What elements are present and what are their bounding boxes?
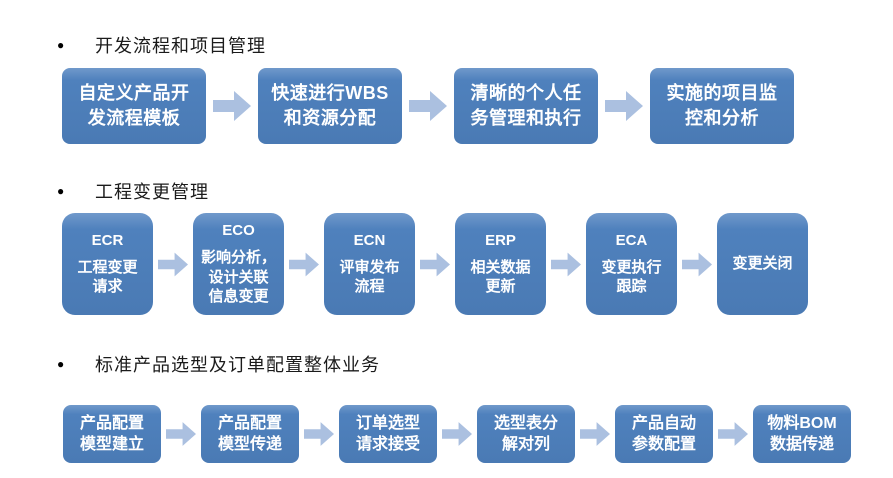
section-change-mgmt: ● 工程变更管理 ECR 工程变更 请求 ECO 影响分析， 设计关联 信息变更… [0,178,893,315]
flow-step-label: 影响分析， 设计关联 信息变更 [200,248,276,306]
arrow-right-icon [713,421,753,447]
arrow-right-icon [437,421,477,447]
section-heading-row: ● 标准产品选型及订单配置整体业务 [0,351,893,377]
arrow-right-icon [161,421,201,447]
flow-step-box: ECO 影响分析， 设计关联 信息变更 [193,213,284,315]
flow-step-code: ECN [353,231,386,249]
flow-step-box: ERP 相关数据 更新 [455,213,546,315]
flow-step-box: ECR 工程变更 请求 [62,213,153,315]
arrow-right-icon [402,91,454,121]
arrow-right-icon [284,252,324,277]
flow-step-box: ECA 变更执行 跟踪 [586,213,677,315]
flow-row: 自定义产品开 发流程模板 快速进行WBS 和资源分配 清晰的个人任 务管理和执行… [62,68,893,144]
flow-step-label: 自定义产品开 发流程模板 [78,83,190,128]
flow-step-label: 相关数据 更新 [470,258,531,296]
bullet-icon: ● [57,357,65,371]
section-heading-row: ● 工程变更管理 [0,178,893,204]
flow-step-label: 实施的项目监 控和分析 [666,83,778,128]
arrow-right-icon [546,252,586,277]
flow-step-box: 变更关闭 [717,213,808,315]
flow-step-label: 清晰的个人任 务管理和执行 [470,83,582,128]
section-heading: 开发流程和项目管理 [95,36,266,56]
flow-step-label: 订单选型 请求接受 [355,414,420,453]
flow-step-label: 选型表分 解对列 [493,414,558,453]
bullet-icon: ● [57,184,65,198]
arrow-right-icon [153,252,193,277]
bullet-icon: ● [57,38,65,52]
flow-step-label: 工程变更 请求 [77,258,138,296]
flow-step-label: 产品自动 参数配置 [631,414,696,453]
flow-step-label: 产品配置 模型建立 [79,414,144,453]
flow-step-box: 清晰的个人任 务管理和执行 [454,68,598,144]
flow-step-label: 物料BOM 数据传递 [767,414,837,453]
flow-step-box: 实施的项目监 控和分析 [650,68,794,144]
flow-step-code: ERP [485,231,516,249]
flow-step-label: 评审发布 流程 [339,258,400,296]
section-product-config: ● 标准产品选型及订单配置整体业务 产品配置 模型建立 产品配置 模型传递 订单… [0,351,893,463]
flow-step-code: ECR [91,231,124,249]
arrow-right-icon [677,252,717,277]
flow-step-box: 产品配置 模型传递 [201,405,299,463]
flow-step-label: 产品配置 模型传递 [217,414,282,453]
flow-step-box: 选型表分 解对列 [477,405,575,463]
section-heading: 工程变更管理 [95,182,209,202]
flow-step-box: 自定义产品开 发流程模板 [62,68,206,144]
flow-step-label: 快速进行WBS 和资源分配 [271,83,389,128]
arrow-right-icon [575,421,615,447]
flow-step-box: ECN 评审发布 流程 [324,213,415,315]
flow-step-code: ECO [222,221,255,239]
flow-step-box: 物料BOM 数据传递 [753,405,851,463]
section-heading-row: ● 开发流程和项目管理 [0,32,893,58]
flow-step-box: 订单选型 请求接受 [339,405,437,463]
flow-row: ECR 工程变更 请求 ECO 影响分析， 设计关联 信息变更 ECN 评审发布… [62,213,893,315]
flow-row: 产品配置 模型建立 产品配置 模型传递 订单选型 请求接受 选型表分 解对列 [63,405,893,463]
section-heading: 标准产品选型及订单配置整体业务 [95,355,380,375]
arrow-right-icon [415,252,455,277]
flow-step-code: ECA [615,231,648,249]
arrow-right-icon [206,91,258,121]
arrow-right-icon [299,421,339,447]
arrow-right-icon [598,91,650,121]
flow-step-label: 变更执行 跟踪 [601,258,662,296]
flow-step-label: 变更关闭 [732,255,793,273]
flow-step-box: 产品自动 参数配置 [615,405,713,463]
flow-step-box: 快速进行WBS 和资源分配 [258,68,402,144]
flow-step-box: 产品配置 模型建立 [63,405,161,463]
section-dev-process: ● 开发流程和项目管理 自定义产品开 发流程模板 快速进行WBS 和资源分配 清… [0,32,893,144]
